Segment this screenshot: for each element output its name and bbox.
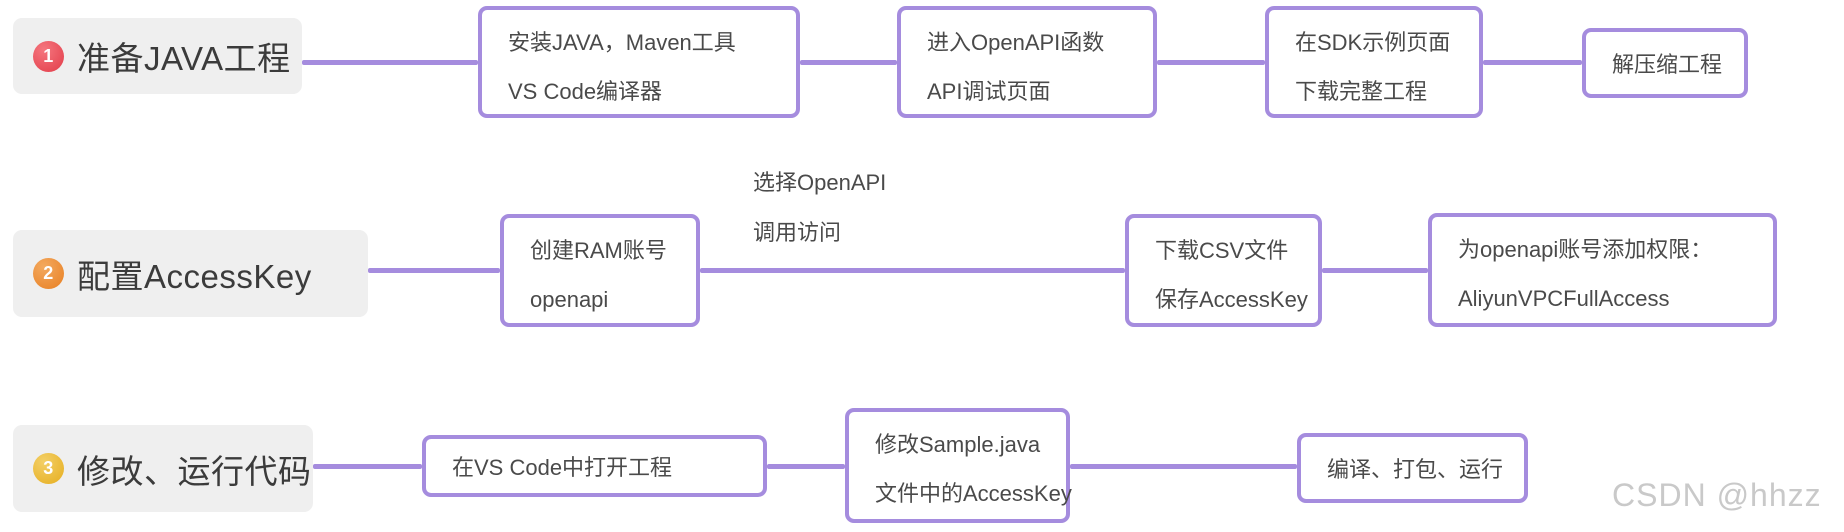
node-text-line: AliyunVPCFullAccess — [1458, 286, 1670, 311]
flow-node-create-ram: 创建RAM账号 openapi — [500, 214, 700, 327]
edge-label: 选择OpenAPI 调用访问 — [753, 158, 886, 258]
stage-label-3: 3 修改、运行代码 — [13, 425, 313, 512]
flow-node-open-vscode: 在VS Code中打开工程 — [422, 435, 767, 497]
badge-1-number: 1 — [43, 45, 54, 66]
node-text-line: 进入OpenAPI函数 — [927, 30, 1105, 55]
connector-line — [313, 464, 422, 469]
csdn-watermark: CSDN @hhzz — [1612, 477, 1822, 513]
stage-label-2: 2 配置AccessKey — [13, 230, 368, 317]
flow-node-install-tools: 安装JAVA，Maven工具 VS Code编译器 — [478, 6, 800, 118]
connector-line — [767, 464, 845, 469]
flow-node-sdk-download: 在SDK示例页面 下载完整工程 — [1265, 6, 1483, 118]
edge-label-line: 调用访问 — [753, 220, 842, 245]
node-text-line: API调试页面 — [927, 79, 1051, 104]
flow-node-compile-run: 编译、打包、运行 — [1297, 433, 1528, 503]
node-text-line: 编译、打包、运行 — [1327, 457, 1504, 482]
node-text-line: 在SDK示例页面 — [1295, 30, 1451, 55]
stage-3-title: 修改、运行代码 — [77, 452, 312, 490]
stage-1-title: 准备JAVA工程 — [77, 40, 291, 77]
flow-node-openapi-debug: 进入OpenAPI函数 API调试页面 — [897, 6, 1157, 118]
connector-line — [1070, 464, 1297, 469]
connector-line — [1322, 268, 1428, 273]
node-text-line: 在VS Code中打开工程 — [452, 455, 673, 480]
node-text-line: 创建RAM账号 — [530, 238, 667, 263]
node-text-line: 安装JAVA，Maven工具 — [508, 30, 736, 55]
flow-node-grant-permission: 为openapi账号添加权限： AliyunVPCFullAccess — [1428, 213, 1777, 327]
node-text-line: VS Code编译器 — [508, 79, 663, 104]
connector-line — [700, 268, 1125, 273]
node-text-line: openapi — [530, 287, 609, 312]
node-text-line: 修改Sample.java — [875, 432, 1041, 457]
badge-2-number: 2 — [43, 263, 54, 283]
connector-line — [1483, 60, 1582, 65]
badge-2-icon: 2 — [33, 258, 64, 289]
connector-line — [302, 60, 478, 65]
node-text-line: 下载CSV文件 — [1155, 238, 1289, 263]
connector-line — [800, 60, 897, 65]
node-text-line: 下载完整工程 — [1295, 79, 1428, 104]
badge-3-number: 3 — [43, 458, 54, 478]
flow-node-edit-sample: 修改Sample.java 文件中的AccessKey — [845, 408, 1072, 523]
connector-line — [1157, 60, 1265, 65]
node-text-line: 解压缩工程 — [1612, 52, 1723, 77]
node-text-line: 保存AccessKey — [1155, 287, 1308, 312]
badge-3-icon: 3 — [33, 453, 64, 484]
edge-label-line: 选择OpenAPI — [753, 170, 887, 195]
node-text-line: 为openapi账号添加权限： — [1458, 237, 1713, 262]
stage-2-title: 配置AccessKey — [77, 257, 312, 295]
connector-line — [368, 268, 500, 273]
badge-1-icon: 1 — [33, 40, 64, 72]
stage-label-1: 1 准备JAVA工程 — [13, 18, 302, 94]
flow-node-csv-accesskey: 下载CSV文件 保存AccessKey — [1125, 214, 1322, 327]
node-text-line: 文件中的AccessKey — [875, 481, 1072, 506]
flow-node-unzip: 解压缩工程 — [1582, 28, 1748, 98]
